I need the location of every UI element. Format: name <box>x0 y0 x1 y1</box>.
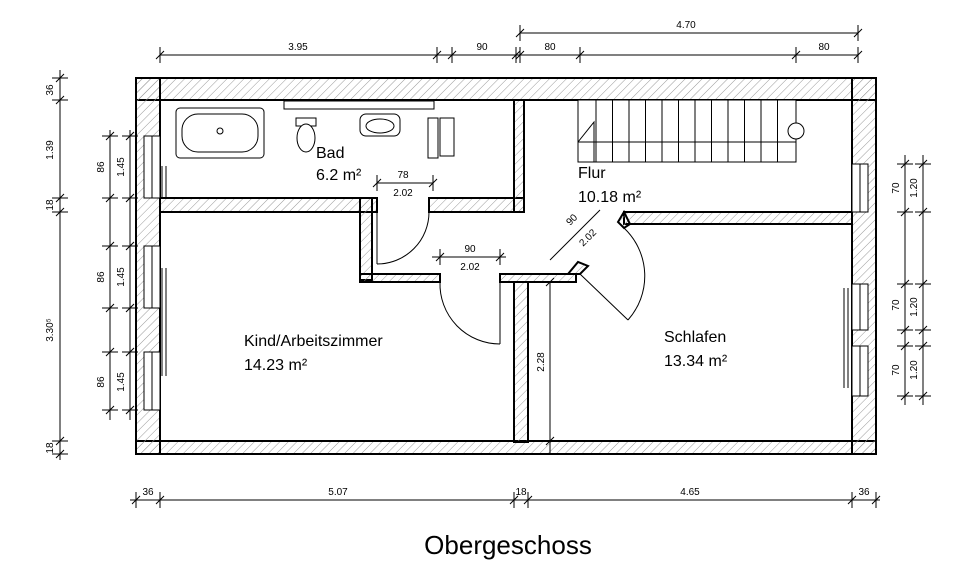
dim-top-90: 90 <box>476 42 488 53</box>
dim-door-kind-202: 2.02 <box>460 262 480 273</box>
dim-bottom-36b: 36 <box>858 487 870 498</box>
room-name-kind: Kind/Arbeitszimmer <box>244 333 383 350</box>
dim-bottom-507: 5.07 <box>328 487 348 498</box>
dim-left-145a: 1.45 <box>116 157 127 177</box>
door-schlafen-leaf <box>579 273 629 321</box>
room-area-flur: 10.18 m² <box>578 189 642 206</box>
dim-bottom-36a: 36 <box>142 487 154 498</box>
bathtub-drain <box>216 127 224 135</box>
dim-right-70a: 70 <box>891 182 902 194</box>
dim-bottom-18: 18 <box>515 487 527 498</box>
dim-left-36: 36 <box>45 84 56 96</box>
stair-steps <box>595 100 778 162</box>
dim-right-70b: 70 <box>891 299 902 311</box>
dim-door-flur-202: 2.02 <box>577 227 599 249</box>
wall-diagonal-left <box>565 260 590 275</box>
dim-left-18b: 18 <box>45 442 56 454</box>
outer-wall-top <box>135 77 877 101</box>
dim-top-395: 3.95 <box>288 42 308 53</box>
dim-left-145b: 1.45 <box>116 267 127 287</box>
door-kind-swing <box>439 281 501 345</box>
bathroom-cabinet <box>427 117 439 159</box>
dim-door-kind-90: 90 <box>464 244 476 255</box>
wall-schlafen-top <box>623 211 853 225</box>
door-schlafen-swing <box>623 227 646 321</box>
dimension-lines <box>52 25 931 508</box>
bathroom-shelf <box>283 100 435 110</box>
door-bad-swing <box>376 211 430 265</box>
room-name-flur: Flur <box>578 165 606 182</box>
dim-left-86a: 86 <box>96 161 107 173</box>
room-name-schlafen: Schlafen <box>664 329 726 346</box>
dim-top-470: 4.70 <box>676 20 696 31</box>
dim-right-120b: 1.20 <box>909 297 920 317</box>
wall-niche-left <box>359 197 373 281</box>
wall-bad-bottom <box>159 197 378 213</box>
dim-right-70c: 70 <box>891 364 902 376</box>
walls <box>135 77 877 455</box>
dim-door-bad-78: 78 <box>397 170 409 181</box>
dim-left-330: 3.30⁵ <box>45 318 56 342</box>
outer-wall-right <box>851 77 877 455</box>
dim-left-86c: 86 <box>96 376 107 388</box>
dim-right-120a: 1.20 <box>909 178 920 198</box>
dim-bottom-465: 4.65 <box>680 487 700 498</box>
plan-title: Obergeschoss <box>424 530 592 560</box>
dim-door-bad-202: 2.02 <box>393 188 413 199</box>
room-area-kind: 14.23 m² <box>244 357 308 374</box>
sink-basin <box>365 118 395 134</box>
wall-diagonal-right <box>616 209 632 230</box>
fixtures <box>175 99 805 163</box>
doors <box>376 211 646 345</box>
wall-bad-bottom-right <box>428 197 525 213</box>
dimension-line <box>549 209 601 261</box>
dim-right-120c: 1.20 <box>909 360 920 380</box>
bathroom-cabinet-2 <box>439 117 455 157</box>
toilet-bowl <box>296 123 316 153</box>
room-name-bad: Bad <box>316 145 344 162</box>
dim-door-flur-90: 90 <box>564 212 580 228</box>
dim-left-86b: 86 <box>96 271 107 283</box>
outer-wall-bottom <box>135 440 877 455</box>
room-area-bad: 6.2 m² <box>316 167 362 184</box>
dim-top-80a: 80 <box>544 42 556 53</box>
staircase <box>577 99 805 163</box>
room-area-schlafen: 13.34 m² <box>664 353 728 370</box>
dim-height-228: 2.28 <box>536 352 547 372</box>
wall-niche-bottom-left <box>359 273 441 283</box>
wall-bad-flur <box>513 99 525 213</box>
dim-left-145c: 1.45 <box>116 372 127 392</box>
dim-left-18a: 18 <box>45 199 56 211</box>
wall-center <box>513 281 529 443</box>
wall-niche-bottom-right <box>499 273 577 283</box>
dim-top-80b: 80 <box>818 42 830 53</box>
dim-left-139: 1.39 <box>45 140 56 160</box>
